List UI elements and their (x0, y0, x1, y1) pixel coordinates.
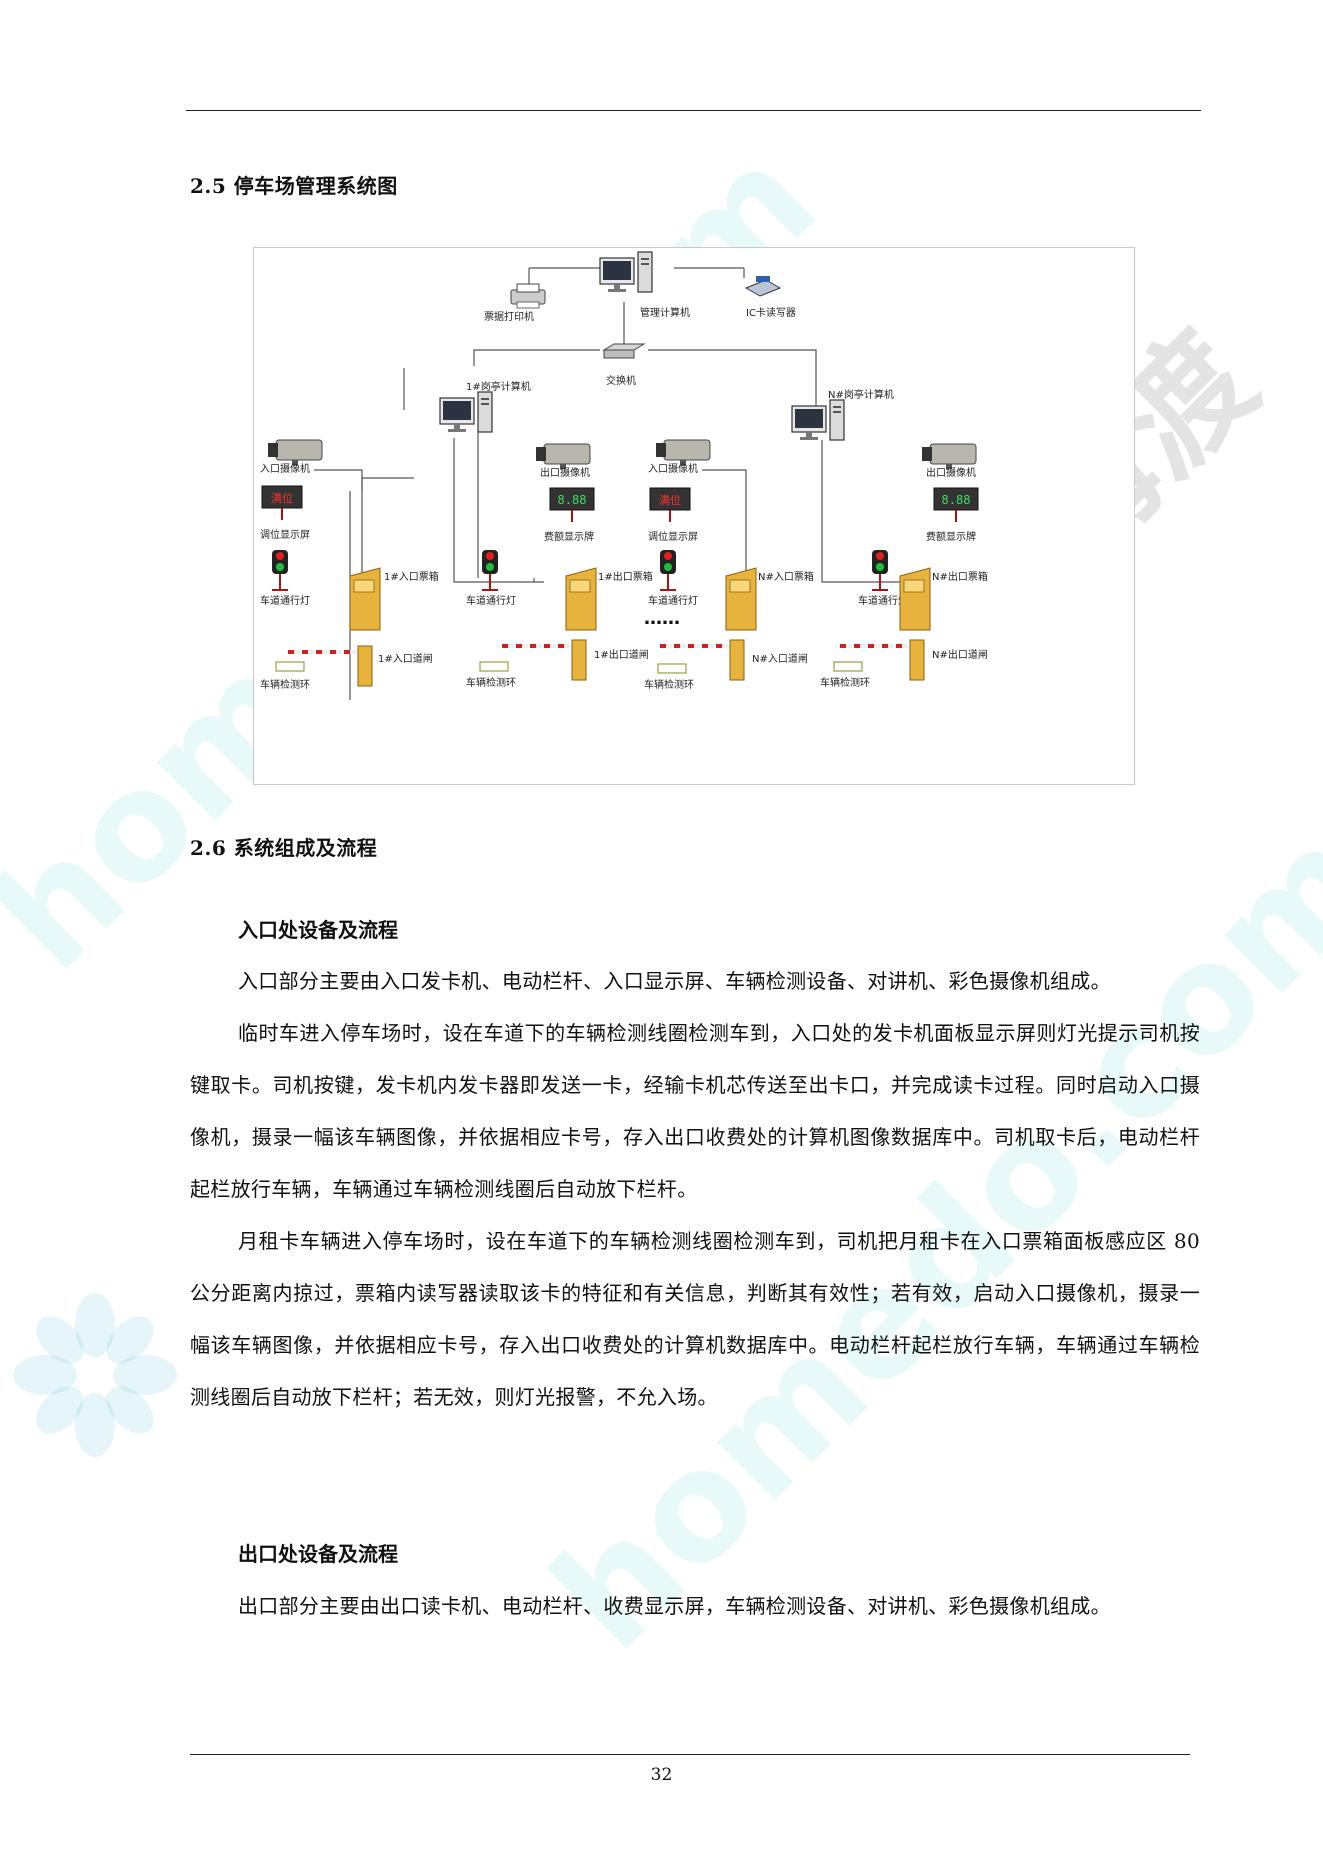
lane-2-box-label: 1#出口票箱 (598, 570, 653, 583)
lane-1-display-label: 调位显示屏 (260, 528, 310, 541)
lane-3-entrance: 入口摄像机 满位 调位显示屏 车道通行灯 N#入口票箱 N#入口道闸 车辆检测环 (644, 439, 814, 691)
management-computer-icon (599, 251, 653, 293)
lane-3-detection-loop-icon (657, 663, 687, 674)
entrance-subheading: 入口处设备及流程 (238, 918, 398, 942)
parking-system-diagram: 票据打印机 管理计算机 IC卡读写器 交换机 1#岗亭计算机 N#岗亭计算机 入… (253, 247, 1135, 785)
entrance-paragraph-1: 入口部分主要由入口发卡机、电动栏杆、入口显示屏、车辆检测设备、对讲机、彩色摄像机… (238, 969, 1111, 993)
label-management-pc: 管理计算机 (640, 306, 690, 319)
switch-icon (602, 343, 646, 359)
lane-4-detection-loop-icon (833, 661, 863, 672)
lane-1-traffic-light-icon (271, 549, 289, 591)
lane-2-display-text: 8.88 (558, 493, 587, 507)
diagram-svg: 票据打印机 管理计算机 IC卡读写器 交换机 1#岗亭计算机 N#岗亭计算机 入… (260, 251, 988, 700)
lane-4-gate-label: N#出口道闸 (932, 648, 988, 661)
watermark-flower-icon (13, 1293, 177, 1457)
lane-2-camera-label: 出口摄像机 (540, 466, 590, 479)
lane-3-ticket-box-icon (725, 567, 757, 631)
lane-1-ticket-box-icon (349, 567, 381, 631)
lane-4-camera-icon (921, 443, 977, 470)
lane-1-loop-label: 车辆检测环 (260, 678, 310, 691)
lane-1-camera-icon (267, 439, 323, 466)
lane-3-camera-label: 入口摄像机 (648, 462, 698, 475)
lane-2-barrier-gate-icon (500, 638, 588, 682)
lane-1-display-text: 满位 (271, 491, 293, 505)
exit-subheading: 出口处设备及流程 (238, 1542, 398, 1566)
lane-4-ticket-box-icon (899, 567, 931, 631)
lane-2-loop-label: 车辆检测环 (466, 676, 516, 689)
label-printer: 票据打印机 (484, 310, 534, 323)
lane-4-traffic-light-icon (871, 549, 889, 591)
section-2-5-heading: 2.5 停车场管理系统图 (190, 174, 398, 198)
lane-3-loop-label: 车辆检测环 (644, 678, 694, 691)
entrance-body: 入口部分主要由入口发卡机、电动栏杆、入口显示屏、车辆检测设备、对讲机、彩色摄像机… (190, 955, 1200, 1423)
lane-1-camera-label: 入口摄像机 (260, 462, 310, 475)
printer-icon (510, 283, 546, 309)
lane-3-camera-icon (655, 439, 711, 466)
lane-1-entrance: 入口摄像机 满位 调位显示屏 车道通行灯 1#入口票箱 1#入口道闸 车辆检测环 (260, 439, 439, 691)
label-ic-card-reader: IC卡读写器 (746, 306, 796, 319)
exit-paragraph-1: 出口部分主要由出口读卡机、电动栏杆、收费显示屏，车辆检测设备、对讲机、彩色摄像机… (238, 1594, 1111, 1618)
section-2-6-heading: 2.6 系统组成及流程 (190, 836, 378, 860)
lane-3-box-label: N#入口票箱 (758, 570, 814, 583)
booth-computer-left-icon (439, 391, 493, 433)
lane-1-box-label: 1#入口票箱 (384, 570, 439, 583)
lane-3-gate-label: N#入口道闸 (752, 652, 808, 665)
exit-body: 出口部分主要由出口读卡机、电动栏杆、收费显示屏，车辆检测设备、对讲机、彩色摄像机… (190, 1580, 1200, 1632)
page-number: 32 (650, 1765, 673, 1785)
lane-2-light-label: 车道通行灯 (466, 594, 516, 607)
booth-computer-right-icon (791, 399, 845, 441)
lane-3-barrier-gate-icon (658, 638, 746, 682)
lane-3-display-icon: 满位 (649, 487, 691, 522)
lane-2-detection-loop-icon (479, 661, 509, 672)
label-booth-left: 1#岗亭计算机 (466, 380, 531, 393)
lane-2-fee-display-icon: 8.88 (549, 487, 595, 522)
lane-1-detection-loop-icon (275, 661, 305, 672)
lane-4-camera-label: 出口摄像机 (926, 466, 976, 479)
lane-4-fee-display-icon: 8.88 (933, 487, 979, 522)
lane-2-ticket-box-icon (565, 567, 597, 631)
lane-4-display-text: 8.88 (942, 493, 971, 507)
label-booth-right: N#岗亭计算机 (828, 388, 894, 401)
lane-1-gate-label: 1#入口道闸 (378, 652, 433, 665)
lane-2-display-label: 费额显示牌 (544, 530, 594, 543)
lane-3-light-label: 车道通行灯 (648, 594, 698, 607)
lane-3-display-text: 满位 (659, 493, 681, 507)
ic-card-reader-icon (745, 275, 781, 297)
lane-2-traffic-light-icon (481, 549, 499, 591)
lane-1-light-label: 车道通行灯 (260, 594, 310, 607)
header-rule (186, 110, 1201, 111)
footer-rule (190, 1754, 1190, 1755)
diagram-ellipsis: …… (644, 608, 680, 629)
lane-3-display-label: 调位显示屏 (648, 530, 698, 543)
label-switch: 交换机 (606, 374, 636, 387)
lane-2-gate-label: 1#出口道闸 (594, 648, 649, 661)
lane-2-camera-icon (535, 443, 591, 470)
lane-4-loop-label: 车辆检测环 (820, 676, 870, 689)
lane-4-exit: 出口摄像机 8.88 费额显示牌 车道通行灯 N#出口票箱 N#出口道闸 车辆检… (820, 443, 988, 689)
entrance-paragraph-2: 临时车进入停车场时，设在车道下的车辆检测线圈检测车到，入口处的发卡机面板显示屏则… (190, 1021, 1200, 1201)
lane-3-traffic-light-icon (659, 549, 677, 591)
lane-4-display-label: 费额显示牌 (926, 530, 976, 543)
lane-4-light-label: 车道通行灯 (858, 594, 908, 607)
lane-1-display-icon: 满位 (261, 485, 303, 520)
lane-4-box-label: N#出口票箱 (932, 570, 988, 583)
lane-4-barrier-gate-icon (838, 638, 926, 682)
lane-2-exit: 出口摄像机 8.88 费额显示牌 车道通行灯 1#出口票箱 1#出口道闸 车辆检… (466, 443, 653, 689)
entrance-paragraph-3: 月租卡车辆进入停车场时，设在车道下的车辆检测线圈检测车到，司机把月租卡在入口票箱… (190, 1229, 1200, 1409)
